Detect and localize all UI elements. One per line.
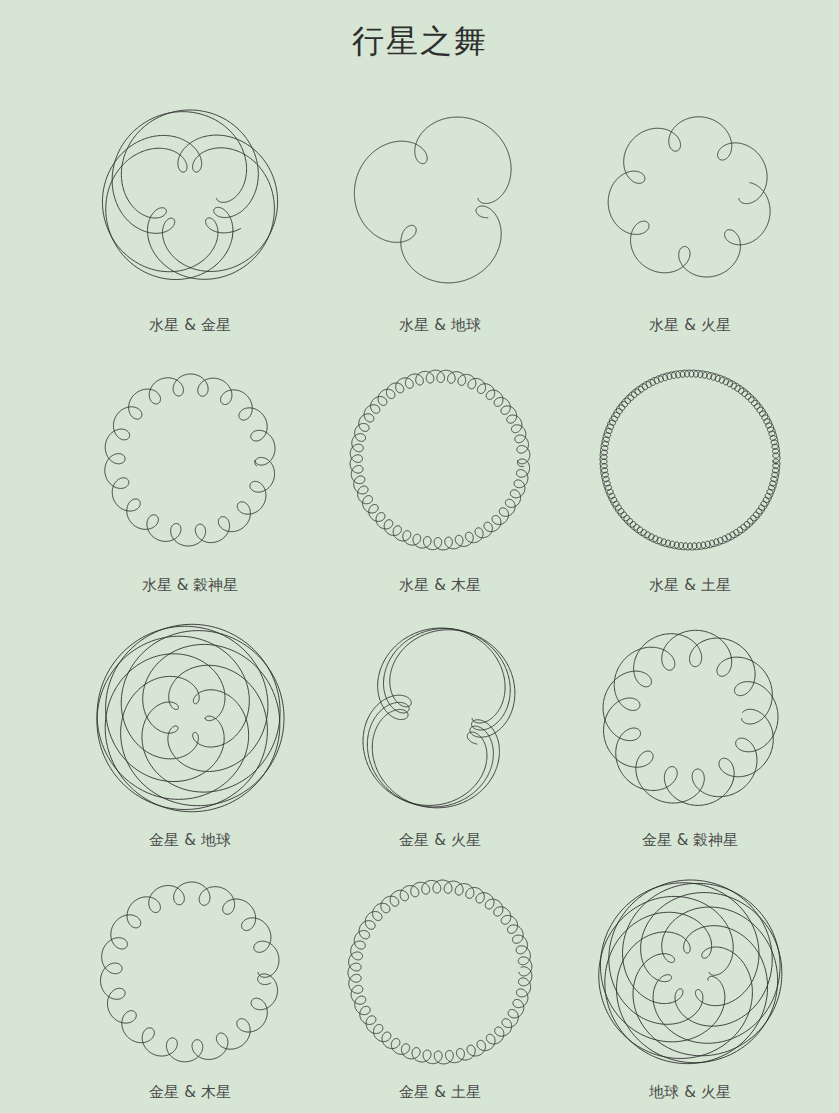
page-title: 行星之舞: [352, 20, 488, 64]
planet-dance-curve: [600, 370, 780, 550]
pair-caption: 金星 & 地球: [149, 831, 230, 850]
pair-caption: 水星 & 土星: [649, 576, 730, 595]
pair-caption: 金星 & 火星: [399, 831, 480, 850]
planet-dance-curve: [105, 374, 275, 546]
pair-caption: 水星 & 穀神星: [142, 576, 238, 595]
planet-dance-curve: [97, 624, 284, 811]
pair-caption: 金星 & 土星: [399, 1083, 480, 1102]
planet-dance-curve: [608, 117, 770, 277]
pair-caption: 金星 & 木星: [149, 1083, 230, 1102]
planet-dance-curve: [599, 880, 782, 1064]
planet-dance-curve: [101, 882, 279, 1062]
pair-caption: 水星 & 火星: [649, 316, 730, 335]
planet-dance-curve: [348, 880, 532, 1064]
pair-caption: 水星 & 金星: [149, 316, 230, 335]
pair-caption: 金星 & 穀神星: [642, 831, 738, 850]
planet-dance-curve: [102, 110, 277, 280]
planet-dance-curve: [350, 370, 530, 550]
planet-dance-curve: [603, 630, 778, 805]
pair-caption: 水星 & 地球: [399, 316, 480, 335]
planet-dance-curve: [354, 117, 511, 283]
pair-caption: 地球 & 火星: [649, 1083, 730, 1102]
pair-caption: 水星 & 木星: [399, 576, 480, 595]
planet-dance-curve: [363, 628, 515, 808]
